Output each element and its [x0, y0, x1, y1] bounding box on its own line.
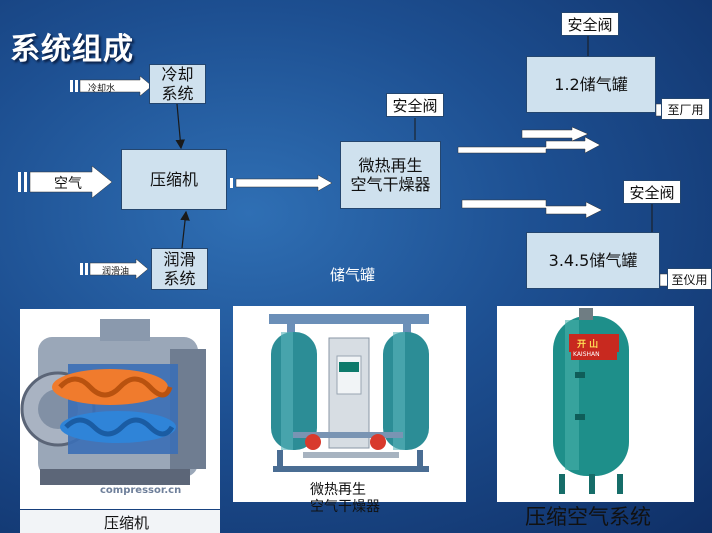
dryer-caption: 微热再生 空气干燥器	[310, 482, 380, 515]
compressor-box: 压缩机	[121, 149, 227, 210]
compressor-caption: 压缩机	[104, 514, 150, 532]
dryer-photo	[233, 306, 466, 502]
system-caption: 压缩空气系统	[525, 505, 651, 529]
compressor-photo: compressor.cn	[20, 309, 220, 509]
page-title: 系统组成	[10, 32, 134, 67]
dryer-box: 微热再生 空气干燥器	[340, 141, 441, 209]
cooling-water-label: 冷却水	[88, 84, 116, 94]
dryer-to-tank12-arrow	[457, 126, 601, 154]
air-arrow	[18, 165, 113, 199]
compressor-caption-strip	[20, 510, 220, 533]
safety-valve-345: 安全阀	[623, 180, 681, 204]
tank-345-box: 3.4.5储气罐	[526, 232, 660, 289]
tank-brand: 开 山	[577, 340, 599, 350]
safety-valve-top: 安全阀	[561, 12, 619, 36]
dryer-to-tank345-arrow	[461, 199, 603, 219]
lube-to-compressor-line	[180, 210, 190, 249]
compressor-to-dryer-arrow	[230, 174, 333, 192]
safety-valve-dryer: 安全阀	[386, 93, 444, 117]
lubrication-system-box: 润滑 系统	[151, 248, 208, 290]
to-plant-box: 至厂用	[661, 98, 710, 120]
watermark: compressor.cn	[100, 485, 182, 496]
cooling-to-compressor-line	[175, 103, 186, 150]
air-label: 空气	[54, 176, 82, 192]
lube-oil-label: 润滑油	[102, 267, 130, 277]
lube-oil-arrow	[80, 258, 149, 280]
cooling-system-box: 冷却 系统	[149, 64, 206, 104]
tank-12-box: 1.2储气罐	[526, 56, 656, 113]
tank-brand-en: KAISHAN	[573, 351, 600, 358]
cooling-water-arrow	[70, 75, 153, 97]
tank-photo: 开 山 KAISHAN	[497, 306, 694, 502]
to-instrument-box: 至仪用	[667, 268, 712, 290]
gas-tank-caption: 储气罐	[330, 266, 376, 284]
